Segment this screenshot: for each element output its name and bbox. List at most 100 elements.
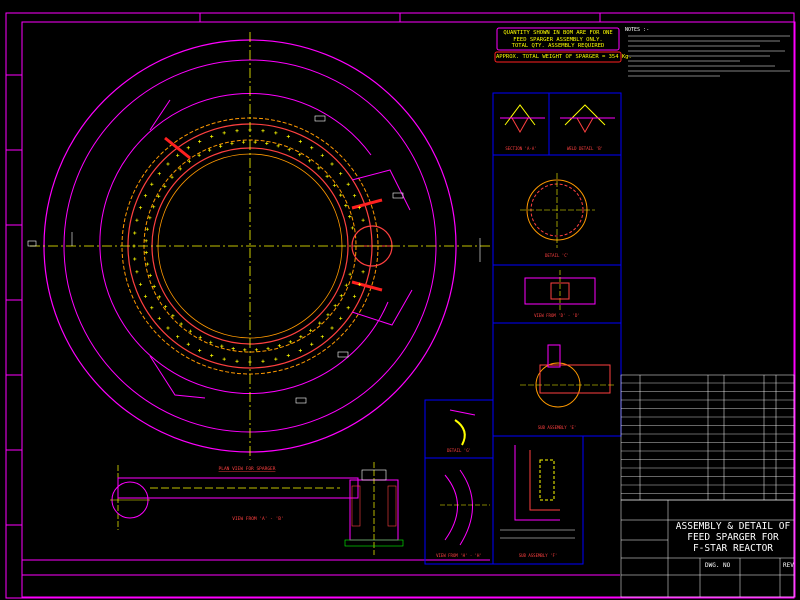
sparger-hole	[163, 305, 168, 309]
sparger-hole	[277, 344, 281, 348]
sparger-hole	[143, 294, 148, 298]
detail-g	[449, 409, 476, 446]
sparger-hole	[133, 257, 137, 261]
sparger-hole	[186, 146, 190, 150]
sparger-hole	[274, 357, 278, 361]
sparger-hole	[198, 335, 202, 339]
detail-c-label: DETAIL 'C'	[545, 253, 569, 258]
detail-f-label: SUB ASSEMBLY 'F'	[519, 553, 558, 558]
sparger-hole	[152, 284, 156, 288]
sparger-hole	[157, 172, 161, 176]
sparger-hole	[171, 314, 175, 318]
sparger-hole	[339, 172, 343, 176]
section-view	[110, 462, 404, 555]
sparger-hole	[230, 141, 234, 146]
sheet-title-line-1: ASSEMBLY & DETAIL OF	[675, 521, 791, 532]
sparger-hole	[210, 353, 214, 358]
sparger-hole	[210, 134, 214, 139]
sparger-hole	[163, 184, 167, 188]
detail-h-label: VIEW FROM 'H' - 'H'	[436, 553, 482, 558]
sparger-hole	[186, 342, 190, 346]
sparger-hole	[344, 283, 348, 287]
quantity-note-line-3: TOTAL QTY. ASSEMBLY REQUIRED	[511, 43, 605, 49]
sparger-hole	[243, 348, 247, 352]
sparger-hole	[166, 326, 170, 330]
drawing-number: DWG. NO	[705, 562, 731, 569]
sparger-hole	[138, 206, 143, 210]
sparger-hole	[287, 148, 291, 152]
sparger-hole	[330, 326, 334, 330]
sparger-hole	[170, 175, 174, 179]
sparger-hole	[261, 359, 265, 363]
sparger-hole	[350, 226, 355, 230]
sparger-hole	[166, 162, 170, 166]
sparger-hole	[198, 139, 202, 144]
sparger-hole	[318, 321, 322, 325]
sparger-hole	[339, 316, 343, 320]
sparger-hole	[144, 250, 148, 255]
detail-h	[440, 469, 490, 546]
sparger-hole	[288, 340, 292, 344]
sparger-hole	[339, 193, 343, 197]
sparger-hole	[148, 273, 152, 277]
sparger-hole	[333, 304, 337, 308]
sparger-hole	[176, 153, 180, 157]
sparger-hole	[176, 335, 180, 339]
sparger-hole	[309, 328, 313, 333]
sparger-hole	[326, 313, 330, 317]
bom-table	[620, 374, 795, 501]
sparger-hole	[266, 346, 270, 351]
section-view-label: VIEW FROM 'A' - 'B'	[232, 516, 283, 522]
note-boxes	[494, 27, 622, 63]
sparger-hole	[143, 194, 148, 198]
sparger-hole	[157, 194, 161, 198]
detail-c	[520, 173, 595, 248]
sparger-hole	[133, 231, 137, 235]
detail-boxes	[424, 92, 622, 565]
detail-f	[500, 445, 575, 539]
sheet-frame	[5, 12, 796, 599]
sparger-hole	[276, 144, 280, 148]
sparger-hole	[222, 357, 226, 361]
sparger-hole	[197, 153, 201, 157]
sparger-hole	[198, 348, 202, 353]
sparger-hole	[357, 282, 362, 286]
sparger-hole	[286, 353, 290, 358]
sparger-hole	[235, 359, 239, 363]
sparger-hole	[132, 244, 136, 248]
detail-e-label: SUB ASSEMBLY 'E'	[538, 425, 577, 430]
sparger-hole	[352, 294, 357, 298]
sparger-hole	[178, 167, 182, 171]
sparger-hole	[235, 129, 239, 133]
sparger-hole	[150, 182, 154, 186]
sparger-hole	[135, 218, 139, 222]
sparger-hole	[346, 306, 350, 310]
sparger-hole	[298, 153, 302, 157]
sparger-hole	[361, 270, 365, 274]
sparger-hole	[274, 131, 278, 135]
sparger-hole	[254, 348, 259, 352]
sparger-hole	[298, 348, 302, 353]
quantity-note: QUANTITY SHOWN IN BOM ARE FOR ONE FEED S…	[498, 30, 618, 50]
sparger-hole	[144, 239, 148, 243]
sparger-hole	[265, 141, 269, 145]
title-block	[620, 499, 795, 598]
sparger-hole	[298, 139, 302, 144]
sparger-hole	[348, 272, 352, 276]
sparger-hole	[150, 306, 154, 310]
sparger-hole	[352, 194, 357, 198]
sparger-hole	[187, 159, 191, 164]
detail-labels: SECTION 'A-A' WELD DETAIL 'B' DETAIL 'C'…	[436, 146, 603, 558]
sparger-hole	[299, 335, 303, 339]
sparger-hole	[208, 148, 212, 152]
sparger-hole	[357, 206, 362, 210]
sheet-title-line-3: F-STAR REACTOR	[692, 543, 774, 554]
sparger-hole	[320, 335, 324, 339]
sparger-hole	[179, 322, 183, 326]
sparger-hole	[310, 342, 314, 346]
detail-e	[520, 344, 615, 408]
sparger-hole	[308, 159, 312, 163]
weight-note: APPROX. TOTAL WEIGHT OF SPARGER = 354 Kg…	[496, 54, 632, 60]
sparger-hole	[253, 140, 257, 144]
sparger-hole	[148, 216, 152, 220]
